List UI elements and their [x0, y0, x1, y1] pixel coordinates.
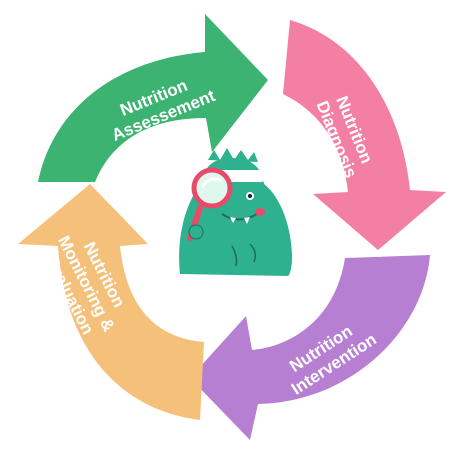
- assessment-arrow: [38, 14, 268, 182]
- stage-intervention: Nutrition Intervention: [190, 255, 430, 440]
- intervention-arrow: [190, 255, 430, 440]
- monitoring-arrow: [18, 184, 204, 420]
- stage-diagnosis: Nutrition Diagnosis: [283, 20, 446, 250]
- stage-monitoring: Nutrition Monitoring & Evaluation: [18, 184, 204, 420]
- diagnosis-arrow: [283, 20, 446, 250]
- stage-assessment: Nutrition Assessement: [38, 14, 268, 182]
- magnifier-lens: [191, 167, 233, 209]
- dinosaur-with-magnifying-glass-icon: [179, 148, 292, 276]
- dino-spikes: [208, 148, 258, 162]
- dino-tongue: [255, 208, 265, 216]
- dino-hand: [188, 224, 204, 240]
